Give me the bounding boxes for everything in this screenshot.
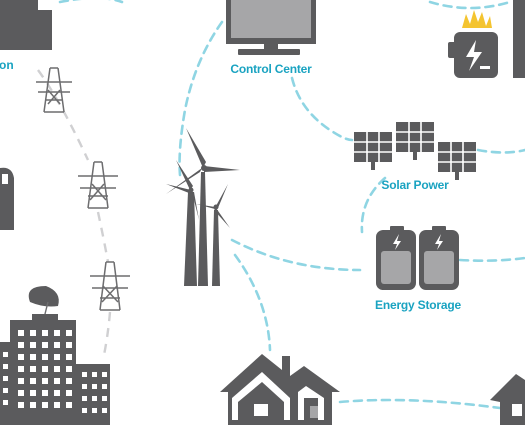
wind-turbines-icon (166, 128, 240, 286)
pylon-3-icon (90, 261, 130, 311)
powerline-3 (102, 311, 112, 356)
houses-icon (220, 354, 525, 425)
link-storage-right (458, 256, 525, 262)
solar-panel-2 (396, 122, 434, 160)
link-house-right (338, 398, 502, 410)
pylon-1-icon (36, 67, 72, 113)
battery-1-icon (376, 226, 416, 290)
label-energy-storage: Energy Storage (375, 298, 461, 312)
battery-2-icon (419, 226, 459, 290)
powerline-2 (96, 211, 110, 263)
control-center-icon (226, 0, 316, 55)
city-buildings-icon (0, 286, 110, 425)
link-wind-storage (230, 238, 362, 272)
pylon-2-icon (78, 161, 118, 209)
factory-icon (0, 0, 52, 50)
link-control-solar (290, 76, 354, 142)
solar-panel-3 (438, 142, 476, 180)
left-edge-structure-icon (0, 167, 14, 230)
power-lines (37, 69, 112, 356)
link-solar-storage (360, 176, 387, 234)
leaf-icon (28, 286, 59, 307)
powerline-1 (37, 69, 90, 161)
charging-station-icon (448, 0, 525, 78)
label-solar-power: Solar Power (381, 178, 449, 192)
link-control-left (178, 20, 224, 177)
connections (58, 0, 525, 410)
solar-panels-icon (354, 122, 476, 180)
label-edge-fragment: on (0, 58, 14, 72)
link-top-right (428, 0, 512, 10)
link-top-left (58, 0, 124, 4)
link-wind-house (233, 253, 272, 352)
link-solar-right (476, 148, 525, 154)
label-control-center: Control Center (230, 62, 312, 76)
solar-panel-1 (354, 132, 392, 170)
